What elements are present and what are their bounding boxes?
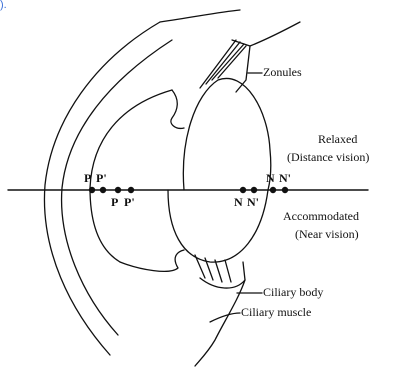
corner-fragment-text: ).	[0, 0, 7, 11]
globe-top-wall	[160, 10, 240, 22]
point-n-prime-top: N'	[279, 172, 291, 184]
dot-p-prime-top	[100, 187, 106, 193]
dot-p-bottom	[115, 187, 121, 193]
iris-top	[171, 90, 184, 128]
point-p-bottom: P	[111, 196, 118, 208]
zonule-fiber-lower-4	[225, 260, 231, 282]
ciliary-muscle-label: Ciliary muscle	[241, 306, 311, 319]
lens-relaxed-outline	[183, 78, 270, 190]
zonules-label: Zonules	[263, 66, 302, 79]
zonule-fiber-2	[206, 42, 240, 84]
zonule-fiber-lower-1	[195, 255, 205, 278]
point-p-prime-top: P'	[96, 172, 107, 184]
dot-n-top	[270, 187, 276, 193]
relaxed-label: Relaxed	[318, 133, 357, 146]
zonule-fiber-lower-3	[215, 260, 222, 282]
distance-vision-label: (Distance vision)	[287, 151, 369, 164]
near-vision-label: (Near vision)	[295, 228, 359, 241]
dot-n-prime-bottom	[251, 187, 257, 193]
dot-p-top	[89, 187, 95, 193]
zonule-fiber-4	[218, 46, 246, 78]
iris-bottom	[120, 250, 184, 271]
point-p-top: P	[84, 172, 91, 184]
accommodated-label: Accommodated	[283, 210, 359, 223]
dot-n-bottom	[240, 187, 246, 193]
point-n-prime-bottom: N'	[247, 196, 259, 208]
ciliary-wall-upper	[250, 22, 300, 46]
point-n-top: N	[266, 172, 275, 184]
dot-n-prime-top	[282, 187, 288, 193]
ciliary-body-lower	[200, 262, 245, 288]
zonule-fiber-3	[212, 44, 244, 80]
point-n-bottom: N	[234, 196, 243, 208]
ciliary-body-label: Ciliary body	[263, 286, 323, 299]
dot-p-prime-bottom	[128, 187, 134, 193]
point-p-prime-bottom: P'	[124, 196, 135, 208]
